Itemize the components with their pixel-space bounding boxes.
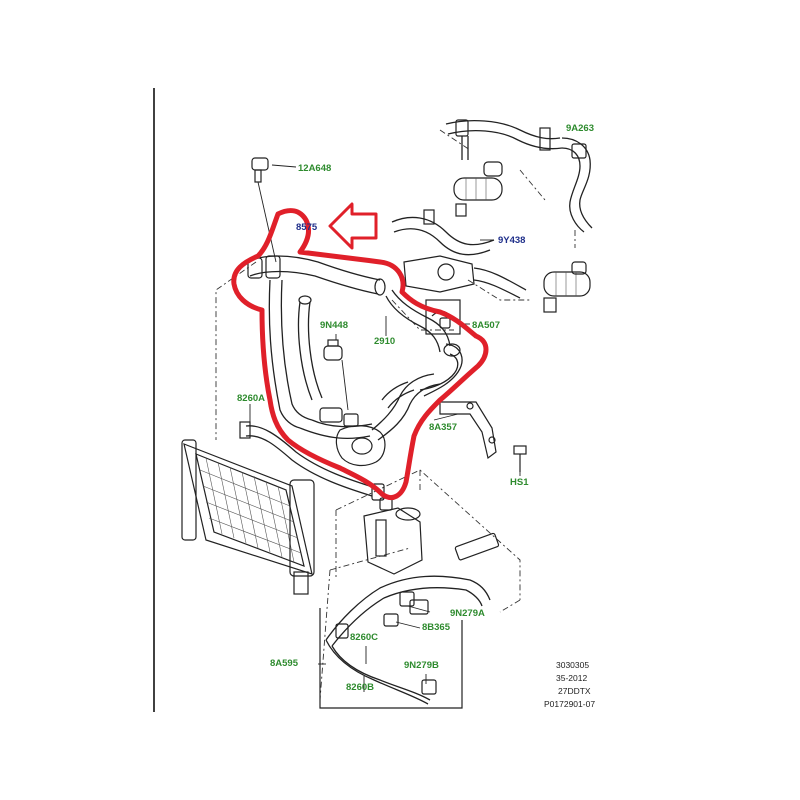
label-2910: 2910 (374, 336, 395, 347)
reference-line-2: 35-2012 (556, 673, 587, 683)
label-8A357: 8A357 (429, 422, 457, 433)
part-labels: 12A648 8575 9Y438 9A263 9N448 2910 8A507… (237, 123, 594, 693)
label-9N279A: 9N279A (450, 608, 485, 619)
red-highlight-outline (231, 208, 489, 500)
label-8A507: 8A507 (472, 320, 500, 331)
label-12A648: 12A648 (298, 163, 331, 174)
joiner-9N448 (323, 334, 349, 411)
label-HS1: HS1 (510, 477, 529, 488)
hose-right-lower (419, 343, 463, 397)
label-9N279B: 9N279B (404, 660, 439, 671)
thermostat-housing (403, 255, 527, 299)
radiator (181, 439, 315, 595)
reference-line-1: 3030305 (556, 660, 589, 670)
reference-block: 3030305 35-2012 27DDTX P0172901-07 (544, 660, 595, 709)
egr-lines-upper (445, 119, 593, 233)
bolt-HS1 (513, 445, 527, 476)
hose-8260A (239, 404, 385, 501)
expansion-tank (363, 497, 423, 575)
label-9A263: 9A263 (566, 123, 594, 134)
egr-cooler-right (543, 261, 591, 313)
reference-line-4: P0172901-07 (544, 699, 595, 709)
label-8B365: 8B365 (422, 622, 451, 633)
sensor-12A648 (251, 157, 297, 263)
label-8A595: 8A595 (270, 658, 299, 669)
lower-assembly-box (318, 532, 500, 709)
label-9Y438: 9Y438 (498, 235, 525, 246)
label-8260B: 8260B (346, 682, 374, 693)
label-8575: 8575 (296, 222, 318, 233)
bracket-8A357 (433, 401, 497, 460)
reference-line-3: 27DDTX (558, 686, 591, 696)
hose-2910 (385, 289, 451, 353)
hose-9Y438 (391, 203, 495, 256)
egr-cooler-top (453, 161, 503, 201)
label-8260C: 8260C (350, 632, 378, 643)
label-9N448: 9N448 (320, 320, 348, 331)
junction-housing (319, 373, 441, 467)
hollow-arrow-icon (328, 202, 378, 250)
label-8260A: 8260A (237, 393, 265, 404)
hose-8575 (247, 255, 386, 440)
